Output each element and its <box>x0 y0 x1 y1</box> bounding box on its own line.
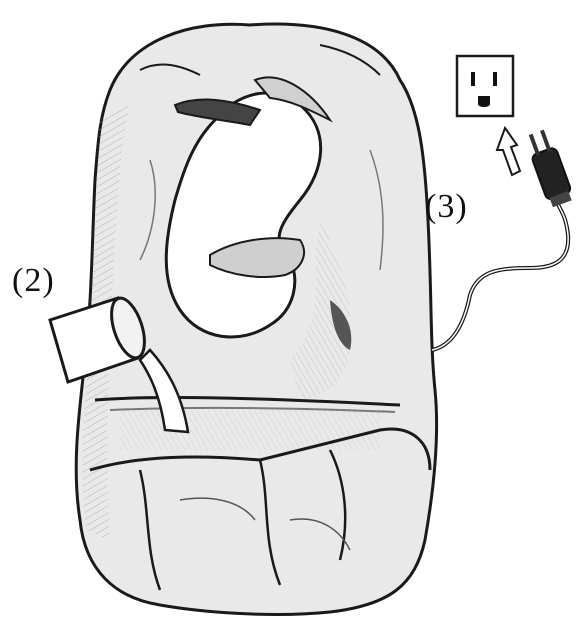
step-2-label: (2) <box>12 262 55 300</box>
insert-arrow-icon <box>497 128 520 175</box>
step-3-label: (3) <box>425 188 468 226</box>
power-plug-icon <box>524 128 574 208</box>
wall-outlet-icon <box>457 56 513 116</box>
